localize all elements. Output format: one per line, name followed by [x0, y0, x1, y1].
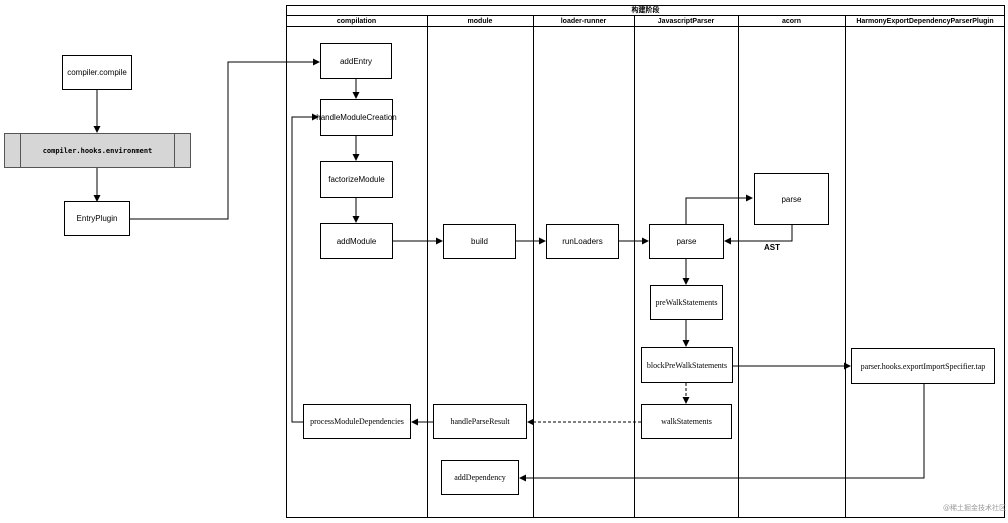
add-dependency-node: addDependency [441, 460, 519, 495]
handle-module-creation-node: handleModuleCreation [316, 99, 397, 136]
pre-walk-statements-node: preWalkStatements [650, 285, 723, 320]
hooks-environment-left-bar [20, 134, 21, 167]
pool-title: 构建阶段 [286, 5, 1005, 16]
lane-header-harmony-plugin: HarmonyExportDependencyParserPlugin [856, 17, 994, 25]
build-node: build [443, 224, 516, 259]
acorn-parse-node: parse [754, 173, 829, 225]
lane-header-loader-runner: loader-runner [560, 17, 607, 25]
walk-statements-node: walkStatements [641, 404, 732, 439]
lane-header-compilation: compilation [336, 17, 377, 25]
compiler-hooks-environment-node: compiler.hooks.environment [4, 133, 191, 168]
ast-edge-label: AST [764, 243, 780, 252]
hooks-environment-right-bar [174, 134, 175, 167]
process-module-dependencies-node: processModuleDependencies [303, 404, 411, 439]
block-pre-walk-statements-node: blockPreWalkStatements [641, 347, 733, 383]
hooks-environment-label: compiler.hooks.environment [42, 146, 153, 155]
entry-plugin-node: EntryPlugin [64, 201, 130, 236]
export-import-specifier-node: parser.hooks.exportImportSpecifier.tap [851, 348, 995, 384]
parse-node: parse [649, 224, 724, 259]
run-loaders-node: runLoaders [546, 224, 619, 259]
compiler-compile-node: compiler.compile [62, 55, 132, 90]
lane-header-javascript-parser: JavascriptParser [657, 17, 715, 25]
lane-header-module: module [467, 17, 493, 25]
add-module-node: addModule [320, 223, 393, 259]
factorize-module-node: factorizeModule [320, 161, 393, 198]
watermark-text: @稀土掘金技术社区 [943, 504, 1006, 512]
swimlane-pool [286, 5, 1005, 518]
lane-header-acorn: acorn [781, 17, 802, 25]
add-entry-node: addEntry [320, 43, 392, 79]
handle-parse-result-node: handleParseResult [433, 404, 527, 439]
